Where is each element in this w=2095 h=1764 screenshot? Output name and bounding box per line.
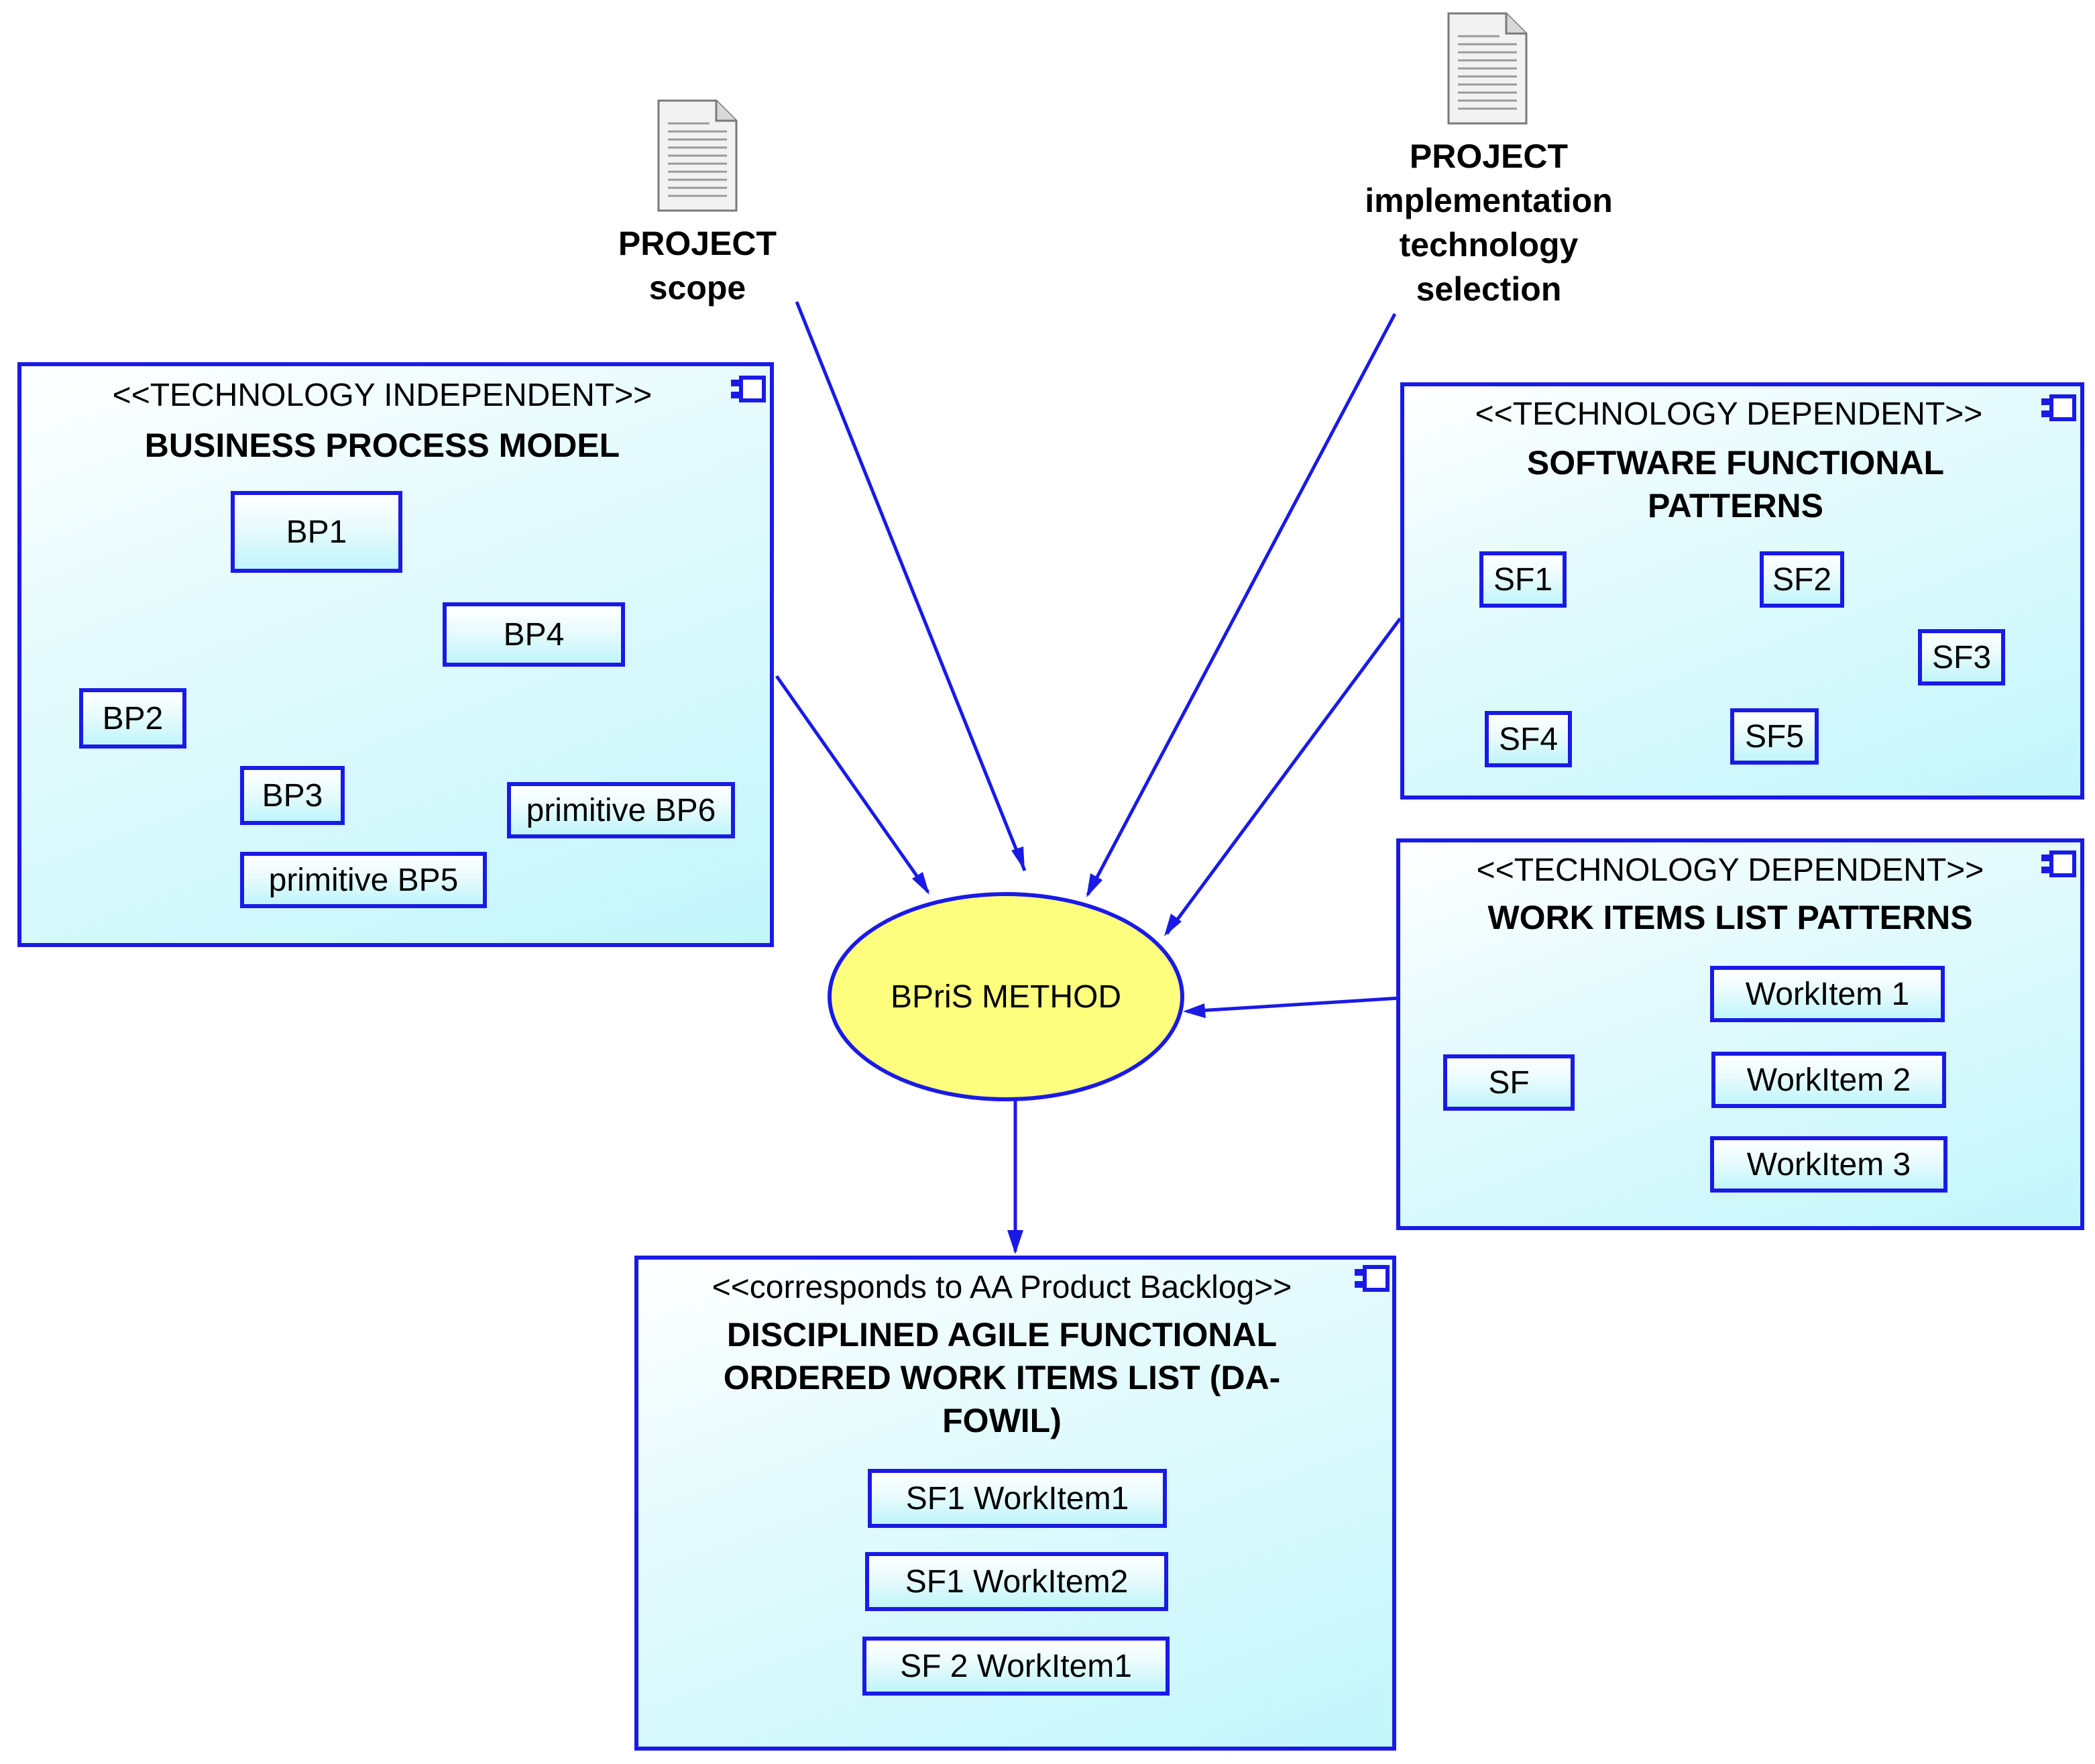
package-stereotype: <<TECHNOLOGY DEPENDENT>> xyxy=(1476,852,1984,888)
bpris-method-ellipse[interactable]: BPriS METHOD xyxy=(828,892,1184,1101)
bp2-node[interactable]: BP2 xyxy=(79,688,186,749)
sf1-node[interactable]: SF1 xyxy=(1479,551,1567,608)
sf1-workitem2-node[interactable]: SF1 WorkItem2 xyxy=(865,1552,1168,1611)
sf2-workitem1-node[interactable]: SF 2 WorkItem1 xyxy=(862,1637,1170,1696)
arrowhead-dafowil xyxy=(1007,1230,1023,1254)
sf1-workitem1-node[interactable]: SF1 WorkItem1 xyxy=(868,1469,1167,1528)
package-stereotype: <<corresponds to AA Product Backlog>> xyxy=(712,1270,1292,1305)
document-icon xyxy=(657,99,738,212)
component-icon xyxy=(1355,1265,1392,1292)
arrowhead-bpm xyxy=(912,872,929,895)
sf3-node[interactable]: SF3 xyxy=(1918,629,2005,685)
package-stereotype: <<TECHNOLOGY DEPENDENT>> xyxy=(1475,396,1983,432)
flow-wilp-to-method xyxy=(1186,996,1401,1013)
workitem-1-node[interactable]: WorkItem 1 xyxy=(1710,966,1945,1022)
project-technology-selection-label: PROJECT implementation technology select… xyxy=(1365,137,1613,308)
package-title: BUSINESS PROCESS MODEL xyxy=(144,427,620,464)
primitive-bp6-node[interactable]: primitive BP6 xyxy=(507,782,735,838)
project-scope-label: PROJECT scope xyxy=(618,225,777,307)
sf5-node[interactable]: SF5 xyxy=(1730,708,1819,765)
bp1-node[interactable]: BP1 xyxy=(231,491,402,573)
arrowhead-scope xyxy=(1011,846,1025,871)
package-title: WORK ITEMS LIST PATTERNS xyxy=(1487,899,1973,936)
workitem-2-node[interactable]: WorkItem 2 xyxy=(1711,1052,1946,1108)
document-icon xyxy=(1447,12,1528,125)
component-icon xyxy=(731,376,769,402)
flow-scope-to-method xyxy=(795,301,1027,871)
primitive-bp5-node[interactable]: primitive BP5 xyxy=(240,852,487,908)
bp4-node[interactable]: BP4 xyxy=(443,602,625,667)
arrowhead-sfp xyxy=(1164,914,1182,936)
flow-sfp-to-method xyxy=(1165,617,1402,935)
bp3-node[interactable]: BP3 xyxy=(240,766,345,825)
arrowhead-wilp xyxy=(1183,1003,1206,1018)
component-icon xyxy=(2041,850,2079,877)
sf4-node[interactable]: SF4 xyxy=(1485,711,1572,767)
arrowhead-tech xyxy=(1086,873,1102,897)
sf2-node[interactable]: SF2 xyxy=(1760,551,1844,608)
software-functional-patterns-package: <<TECHNOLOGY DEPENDENT>> SOFTWARE FUNCTI… xyxy=(1400,382,2084,800)
component-icon xyxy=(2041,394,2079,421)
flow-bpm-to-method xyxy=(775,675,930,893)
business-process-model-package: <<TECHNOLOGY INDEPENDENT>> BUSINESS PROC… xyxy=(17,362,774,947)
flow-tech-to-method xyxy=(1086,313,1397,896)
sf-node[interactable]: SF xyxy=(1443,1054,1575,1111)
package-stereotype: <<TECHNOLOGY INDEPENDENT>> xyxy=(112,378,653,413)
package-title: SOFTWARE FUNCTIONAL PATTERNS xyxy=(1526,444,1945,525)
workitem-3-node[interactable]: WorkItem 3 xyxy=(1710,1136,1947,1193)
package-title: DISCIPLINED AGILE FUNCTIONAL ORDERED WOR… xyxy=(723,1316,1281,1439)
